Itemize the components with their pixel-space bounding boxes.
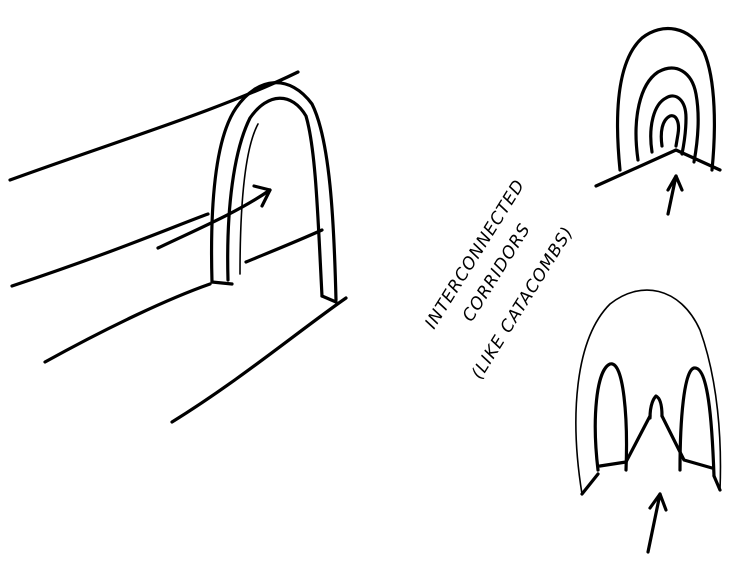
corridor-floor-line-right (246, 230, 322, 262)
concentric-arch-3 (651, 96, 686, 154)
arch-base-left (212, 282, 232, 284)
junction-sketch (576, 290, 721, 552)
corridor-floor-line (45, 284, 210, 362)
concentric-arch-2 (636, 68, 698, 162)
junction-base-left (582, 474, 598, 494)
center-opening (650, 396, 662, 418)
corridor-wall-line-lower (172, 298, 346, 422)
junction-floor-right (662, 416, 712, 468)
concentric-arch-4 (661, 116, 678, 146)
concentric-arch-sketch (596, 29, 720, 214)
annotation: INTERCONNECTED CORRIDORS (LIKE CATACOMBS… (412, 176, 586, 383)
junction-base-right (714, 476, 720, 490)
corridor-arch-sketch (10, 72, 346, 422)
corridor-wall-line-upper (12, 214, 208, 286)
arch-base-right (322, 296, 336, 302)
left-opening (595, 364, 626, 470)
